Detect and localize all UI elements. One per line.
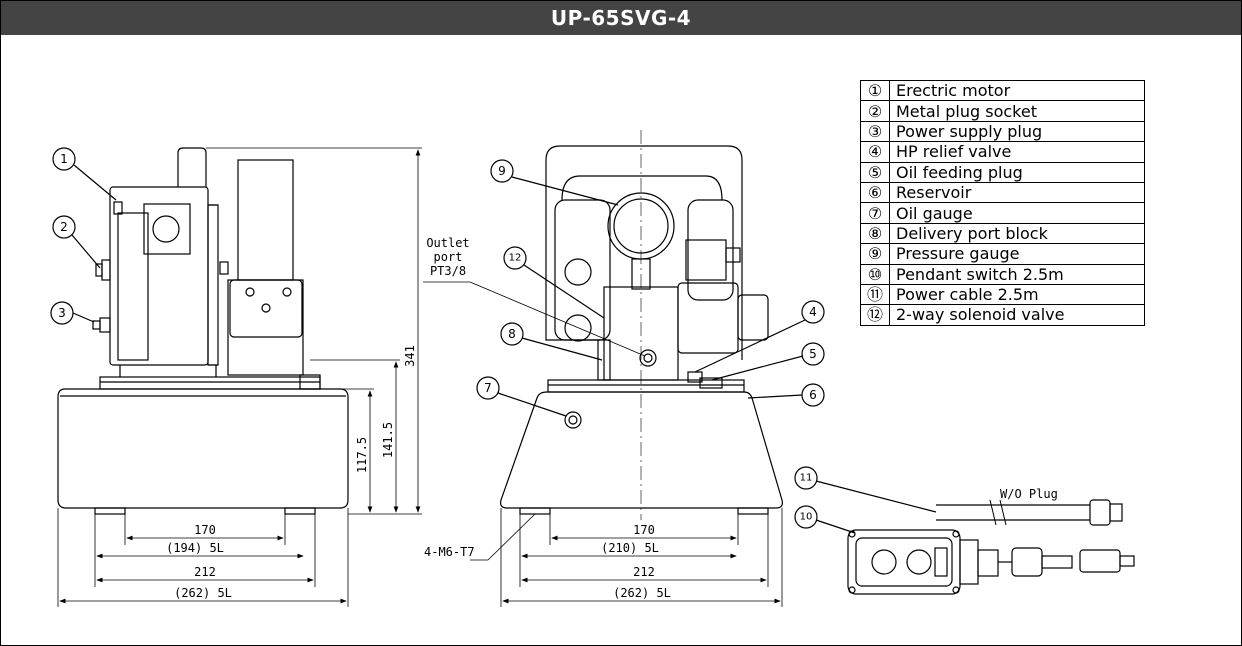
front-callout-4: 4 bbox=[809, 305, 817, 319]
page-title: UP-65SVG-4 bbox=[1, 1, 1241, 35]
legend-num: ⑨ bbox=[860, 243, 890, 265]
dim-117-5: 117.5 bbox=[355, 437, 369, 473]
cable-label: W/O Plug bbox=[1000, 487, 1058, 501]
dimension-labels: 341 141.5 117.5 170 (194) 5L 212 (262) 5… bbox=[166, 236, 1058, 600]
front-oil-gauge bbox=[564, 411, 582, 429]
legend-name: Metal plug socket bbox=[889, 100, 1145, 122]
legend-num: ⑩ bbox=[860, 263, 890, 285]
legend-name: Delivery port block bbox=[889, 222, 1145, 245]
side-handle bbox=[177, 147, 207, 187]
side-callout-2: 2 bbox=[60, 220, 68, 234]
side-view bbox=[57, 147, 349, 515]
front-view bbox=[500, 130, 783, 520]
front-callout-9: 9 bbox=[498, 164, 506, 178]
legend-name: Oil gauge bbox=[889, 202, 1145, 224]
legend-num: ③ bbox=[860, 120, 890, 143]
front-dim-212: 212 bbox=[633, 565, 655, 579]
legend-name: Reservoir bbox=[889, 181, 1145, 204]
legend-name: HP relief valve bbox=[889, 141, 1145, 163]
front-handle bbox=[545, 145, 743, 300]
front-callout-6: 6 bbox=[809, 388, 817, 402]
front-reservoir bbox=[500, 391, 783, 509]
legend-num: ④ bbox=[860, 141, 890, 163]
pendant-callout-10: 10 bbox=[800, 512, 813, 523]
outlet-label-1: Outlet bbox=[426, 236, 469, 250]
legend-num: ① bbox=[860, 79, 890, 102]
legend-num: ② bbox=[860, 100, 890, 122]
pendant-callout-11: 11 bbox=[800, 473, 813, 484]
legend-name: Pendant switch 2.5m bbox=[889, 263, 1145, 285]
front-callout-8: 8 bbox=[508, 327, 516, 341]
outlet-label-3: PT3/8 bbox=[430, 264, 466, 278]
side-dim-212: 212 bbox=[194, 565, 216, 579]
callout-labels: 1 2 3 4 5 6 7 8 9 12 11 10 bbox=[58, 152, 817, 523]
legend-name: Pressure gauge bbox=[889, 243, 1145, 265]
side-pump-top bbox=[237, 159, 294, 281]
side-callout-3: 3 bbox=[58, 306, 66, 320]
pendant-view bbox=[794, 466, 1135, 595]
front-dim-210: (210) 5L bbox=[601, 541, 659, 555]
side-dim-262: (262) 5L bbox=[174, 586, 232, 600]
technical-drawing: 1 2 3 4 5 6 7 8 9 12 11 10 341 141.5 117… bbox=[50, 130, 1135, 607]
legend-name: Erectric motor bbox=[889, 79, 1145, 102]
front-callout-12: 12 bbox=[509, 253, 522, 264]
front-callout-5: 5 bbox=[809, 347, 817, 361]
side-callouts bbox=[50, 147, 117, 325]
front-callouts bbox=[476, 159, 825, 417]
legend-num: ⑫ bbox=[860, 304, 890, 326]
bolt-label: 4-M6-T7 bbox=[424, 545, 475, 559]
legend-num: ⑦ bbox=[860, 202, 890, 224]
side-callout-1: 1 bbox=[60, 152, 68, 166]
side-motor bbox=[109, 186, 209, 366]
legend-name: Power supply plug bbox=[889, 120, 1145, 143]
front-dim-170: 170 bbox=[633, 523, 655, 537]
legend-num: ⑪ bbox=[860, 283, 890, 306]
front-dim-262: (262) 5L bbox=[613, 586, 671, 600]
side-reservoir bbox=[57, 388, 349, 509]
legend-name: Oil feeding plug bbox=[889, 161, 1145, 183]
legend-name: 2-way solenoid valve bbox=[889, 304, 1145, 326]
dim-141-5: 141.5 bbox=[381, 422, 395, 458]
side-dimensions bbox=[57, 147, 422, 607]
legend-num: ⑧ bbox=[860, 222, 890, 245]
pendant-switch bbox=[847, 529, 961, 595]
outlet-label-2: port bbox=[434, 250, 463, 264]
dim-341: 341 bbox=[403, 345, 417, 367]
legend-num: ⑤ bbox=[860, 161, 890, 183]
legend-name: Power cable 2.5m bbox=[889, 283, 1145, 306]
front-callout-7: 7 bbox=[484, 381, 492, 395]
side-dim-194: (194) 5L bbox=[166, 541, 224, 555]
front-dimensions bbox=[423, 281, 783, 607]
legend-num: ⑥ bbox=[860, 181, 890, 204]
side-dim-170: 170 bbox=[194, 523, 216, 537]
